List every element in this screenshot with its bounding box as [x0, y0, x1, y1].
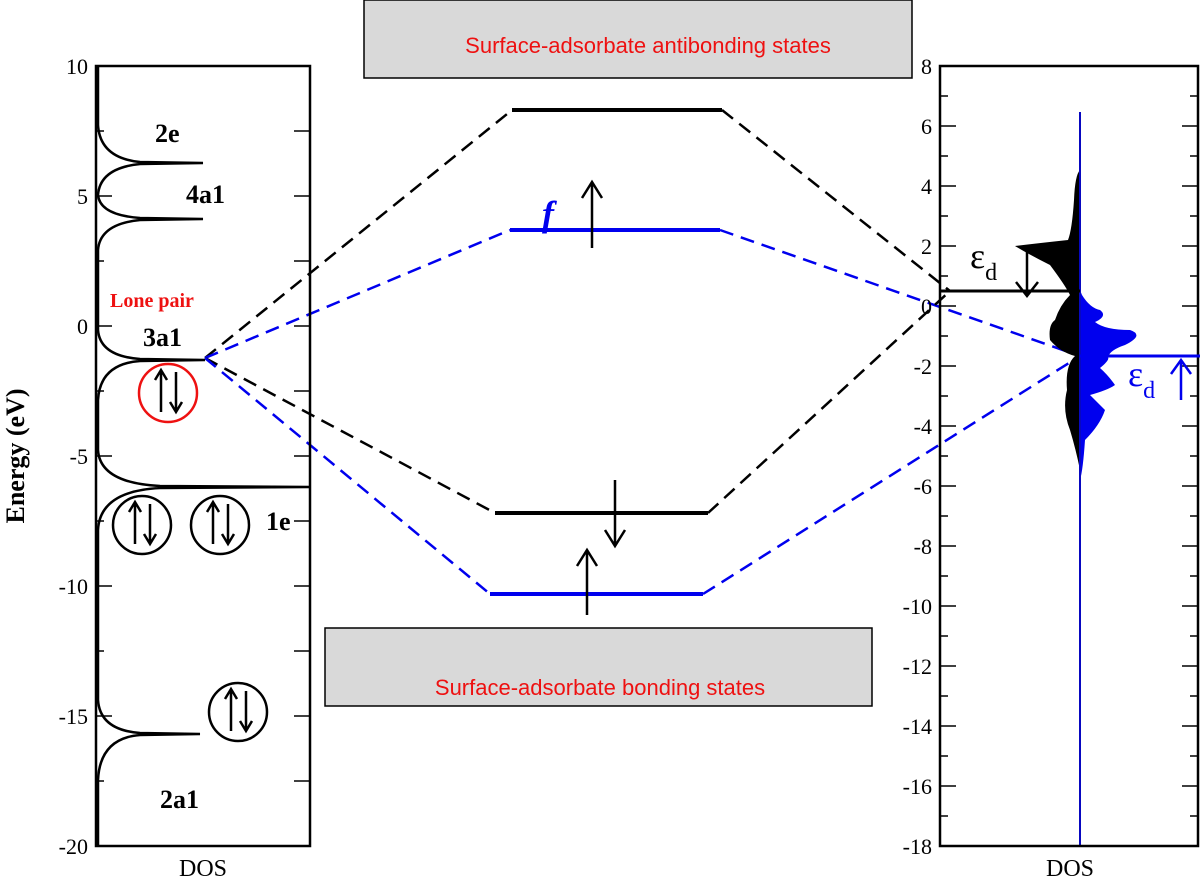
molecular-dos-curve — [96, 66, 311, 846]
spin-up-arrow-icon — [580, 179, 604, 248]
y-axis-label: Energy (eV) — [1, 388, 30, 523]
left-dos-panel: 10 5 0 -5 -10 -15 -20 Energy (eV) DOS 2e… — [1, 54, 312, 882]
x-axis-label: DOS — [1046, 856, 1094, 882]
spin-up-dos-fill — [1080, 290, 1137, 480]
epsilon-d-blue: εd — [1128, 354, 1155, 404]
y-tick-label: -8 — [914, 534, 932, 559]
lone-pair-label: Lone pair — [110, 290, 194, 312]
y-tick-label: 8 — [921, 54, 932, 79]
spin-down-dos-fill — [1015, 170, 1080, 470]
y-tick-label: -20 — [59, 834, 88, 859]
spin-down-arrow-icon — [603, 480, 627, 549]
lone-pair-electron-circle — [137, 362, 199, 424]
electron-pair-circle — [189, 494, 251, 556]
spin-up-arrow-icon — [1169, 357, 1193, 400]
orbital-label-4a1: 4a1 — [186, 180, 225, 209]
y-tick-label: -4 — [914, 414, 932, 439]
spin-up-arrow-icon — [575, 547, 599, 615]
x-axis-label: DOS — [179, 856, 227, 882]
y-tick-label: -18 — [903, 834, 932, 859]
epsilon-d-black: εd — [970, 236, 997, 286]
spin-down-arrow-icon — [1015, 250, 1039, 299]
connector-lines — [204, 109, 1081, 596]
f-label: f — [542, 194, 557, 234]
antibonding-label: Surface-adsorbate antibonding states — [465, 33, 831, 58]
y-tick-label: -10 — [903, 594, 932, 619]
orbital-label-2a1: 2a1 — [160, 785, 199, 814]
orbital-label-3a1: 3a1 — [143, 323, 182, 352]
y-tick-label: -12 — [903, 654, 932, 679]
y-tick-label: 10 — [66, 54, 88, 79]
y-tick-label: -6 — [914, 474, 932, 499]
y-tick-label: -10 — [59, 574, 88, 599]
orbital-label-1e: 1e — [266, 507, 291, 536]
electron-pair-circle — [111, 494, 173, 556]
y-tick-label: 2 — [921, 234, 932, 259]
y-tick-label: -2 — [914, 354, 932, 379]
y-tick-label: -14 — [903, 714, 932, 739]
y-tick-label: 0 — [77, 314, 88, 339]
y-tick-label: -16 — [903, 774, 932, 799]
y-tick-label: 0 — [921, 294, 932, 319]
y-tick-label: -15 — [59, 704, 88, 729]
y-tick-label: 5 — [77, 184, 88, 209]
orbital-label-2e: 2e — [155, 119, 180, 148]
y-tick-label: 4 — [921, 174, 932, 199]
right-dos-panel: 8 6 4 2 0 -2 -4 -6 -8 -10 -12 -14 -16 -18 DOS εd εd — [903, 54, 1200, 882]
electron-pair-circle — [207, 681, 269, 743]
antibonding-box: Surface-adsorbate antibonding states — [363, 0, 913, 79]
bonding-label: Surface-adsorbate bonding states — [435, 675, 765, 700]
y-tick-label: 6 — [921, 114, 932, 139]
y-tick-label: -5 — [70, 444, 88, 469]
bonding-box: Surface-adsorbate bonding states — [324, 627, 873, 707]
